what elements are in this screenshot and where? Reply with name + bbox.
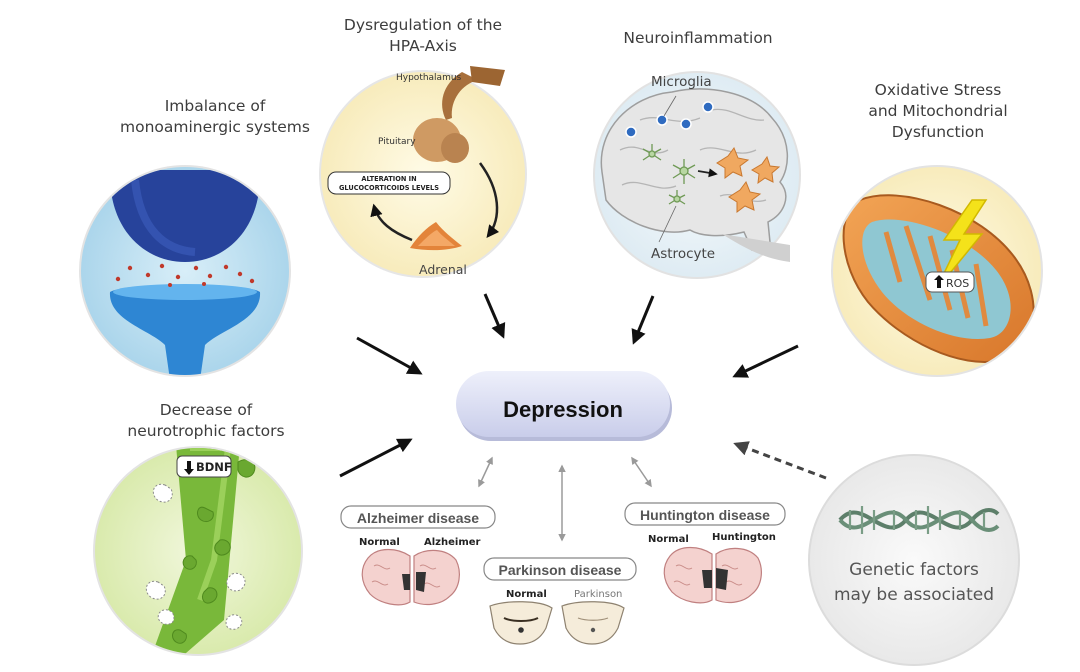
neuroinflammation-circle: Microglia Astrocyte xyxy=(593,71,801,279)
adrenal-label: Adrenal xyxy=(419,262,467,277)
monoamine-title-line2: monoaminergic systems xyxy=(120,118,310,136)
microglia-label: Microglia xyxy=(651,74,712,90)
arrow-huntington xyxy=(631,456,652,488)
arrow-alzheimer xyxy=(478,456,493,488)
neurotrophic-circle: BDNF xyxy=(93,446,303,656)
dna-icon xyxy=(838,506,1000,534)
neuroinflammation-title: Neuroinflammation xyxy=(588,28,808,49)
down-arrow-icon xyxy=(184,461,194,475)
arrow-neuroinflammation xyxy=(631,295,655,345)
oxidative-title-line3: Dysfunction xyxy=(891,123,985,141)
huntington-title: Huntington disease xyxy=(640,507,770,523)
huntington-affected-label: Huntington xyxy=(712,532,776,543)
monoamine-title-line1: Imbalance of xyxy=(164,97,266,115)
glucocorticoid-box xyxy=(327,171,451,195)
alzheimer-group: Alzheimer disease Normal Alzheimer xyxy=(340,505,496,606)
oxidative-circle: ROS xyxy=(831,165,1043,377)
pituitary-label: Pituitary xyxy=(378,137,416,147)
parkinson-title: Parkinson disease xyxy=(499,562,622,578)
alteration-text-1: ALTERATION IN xyxy=(361,175,416,183)
monoamine-title: Imbalance of monoaminergic systems xyxy=(95,96,335,138)
huntington-group: Huntington disease Normal Huntington xyxy=(624,502,786,604)
neuroinflammation-title-text: Neuroinflammation xyxy=(623,29,773,47)
hpa-title-line2: HPA-Axis xyxy=(389,37,457,55)
astrocyte-cells xyxy=(642,144,696,205)
alzheimer-title: Alzheimer disease xyxy=(357,510,479,526)
genetic-title-line2: may be associated xyxy=(833,585,995,605)
dendrite xyxy=(150,448,240,654)
monoamine-circle xyxy=(79,165,291,377)
hypothalamus-label: Hypothalamus xyxy=(396,73,462,83)
hpa-circle: ALTERATION IN GLUCOCORTICOIDS LEVELS Hyp… xyxy=(319,66,527,278)
oxidative-title-line1: Oxidative Stress xyxy=(874,81,1002,99)
neurotrophic-title-line2: neurotrophic factors xyxy=(127,422,285,440)
alzheimer-affected-label: Alzheimer xyxy=(424,537,481,548)
alteration-text-2: GLUCOCORTICOIDS LEVELS xyxy=(339,184,439,192)
genetic-title: Genetic factors may be associated xyxy=(814,558,1014,608)
brain-outline xyxy=(600,88,789,251)
huntington-brain-icon xyxy=(663,546,762,604)
hpa-title: Dysregulation of the HPA-Axis xyxy=(303,15,543,57)
causal-arrows xyxy=(339,293,827,542)
presynaptic-terminal xyxy=(109,170,261,262)
huntington-normal-label: Normal xyxy=(648,534,689,545)
neurotransmitter-dots xyxy=(115,263,255,287)
depression-label: Depression xyxy=(503,397,623,422)
postsynaptic-terminal xyxy=(109,284,261,375)
depression-node: Depression xyxy=(456,371,672,441)
neurotrophic-title-line1: Decrease of xyxy=(159,401,253,419)
neurotrophic-title: Decrease of neurotrophic factors xyxy=(96,400,316,442)
oxidative-title-line2: and Mitochondrial xyxy=(868,102,1008,120)
dendritic-spines xyxy=(172,459,256,644)
activated-microglia xyxy=(716,146,781,213)
alzheimer-brain-icon xyxy=(361,548,460,606)
arrow-hpa xyxy=(483,293,506,339)
lightning-icon xyxy=(935,199,988,291)
genetic-title-line1: Genetic factors xyxy=(849,560,979,580)
hpa-title-line1: Dysregulation of the xyxy=(343,16,503,34)
parkinson-midbrain-icon xyxy=(489,601,625,645)
arrow-genetic xyxy=(733,441,827,480)
parkinson-affected-label: Parkinson xyxy=(574,589,622,600)
alzheimer-normal-label: Normal xyxy=(359,537,400,548)
arrow-monoamine xyxy=(356,336,423,375)
lost-spines xyxy=(145,483,246,630)
arrow-neurotrophic xyxy=(339,438,413,478)
genetic-circle xyxy=(808,454,1020,666)
ros-label: ROS xyxy=(946,277,969,290)
astrocyte-label: Astrocyte xyxy=(651,246,715,262)
hypothalamus-stalk xyxy=(442,72,478,120)
parkinson-group: Parkinson disease Normal Parkinson xyxy=(483,557,637,645)
bdnf-label: BDNF xyxy=(196,460,232,474)
oxidative-title: Oxidative Stress and Mitochondrial Dysfu… xyxy=(838,80,1038,143)
up-arrow-icon xyxy=(934,275,944,288)
arrow-oxidative xyxy=(732,344,799,378)
parkinson-normal-label: Normal xyxy=(506,589,547,600)
microglia-cells xyxy=(625,101,714,138)
